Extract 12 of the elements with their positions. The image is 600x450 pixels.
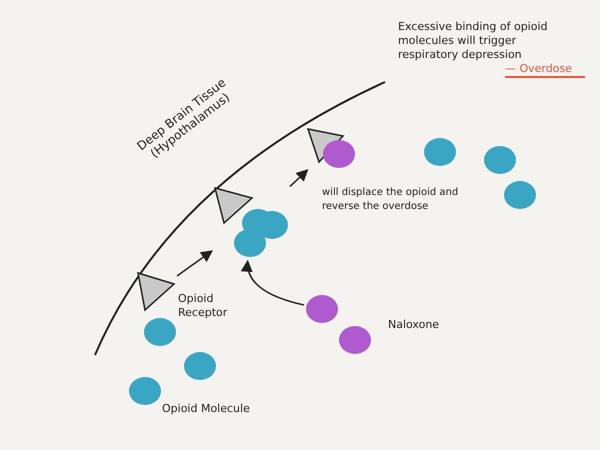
molecule-icon [304,292,340,326]
part-label: Naloxone [388,318,440,332]
arrow [289,169,308,187]
note-text: will displace the opioid and reverse the overdose [322,186,460,214]
part-label: Opioid Molecule [162,402,251,416]
receptor-drawing [135,270,177,312]
overdose-text: — Overdose [505,62,585,78]
receptor-drawing [305,126,357,170]
part-label: Opioid Receptor [178,292,228,320]
arrow [242,260,304,306]
arrow [176,250,213,277]
note-text: Excessive binding of opioid molecules will trigger respiratory depression [398,20,549,62]
